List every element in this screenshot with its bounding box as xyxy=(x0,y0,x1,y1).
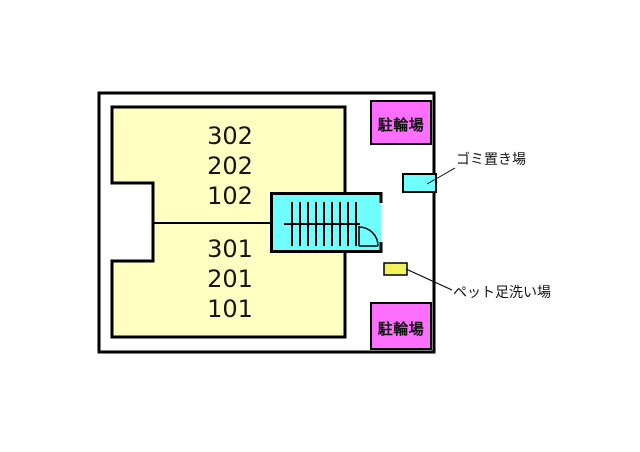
stairwell-wall xyxy=(270,192,383,253)
bicycle-parking-top-box xyxy=(370,100,432,145)
room-number: 302 xyxy=(207,122,253,150)
room-number: 202 xyxy=(207,152,253,180)
room-numbers-lower: 301 201 101 xyxy=(180,234,280,324)
garbage-area-label: ゴミ置き場 xyxy=(456,152,526,168)
room-number: 102 xyxy=(207,182,253,210)
bicycle-parking-bottom-label: 駐輪場 xyxy=(377,320,425,338)
room-numbers-upper: 302 202 102 xyxy=(180,121,280,211)
room-number: 201 xyxy=(207,265,253,293)
pet-leader-line xyxy=(405,268,453,291)
pet-foot-wash-label: ペット足洗い場 xyxy=(453,285,551,301)
door-swing-icon xyxy=(358,226,379,247)
garbage-area-box xyxy=(402,173,437,193)
garbage-leader-line xyxy=(426,167,456,185)
stairwell xyxy=(270,192,381,253)
bicycle-parking-top-label: 駐輪場 xyxy=(377,116,425,134)
room-number: 301 xyxy=(207,235,253,263)
room-number: 101 xyxy=(207,295,253,323)
bicycle-parking-bottom-box xyxy=(370,302,432,350)
pet-wash-box xyxy=(383,262,408,276)
